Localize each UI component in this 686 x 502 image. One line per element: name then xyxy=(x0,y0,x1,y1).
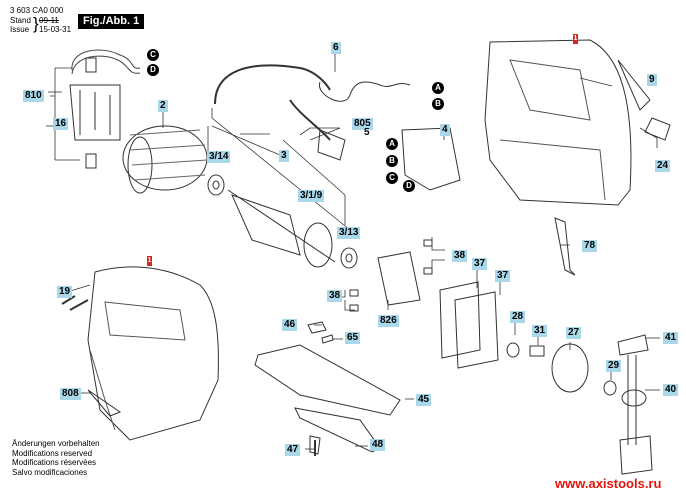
part-label-78[interactable]: 78 xyxy=(582,240,598,252)
note-line: Modifications reserved xyxy=(12,448,93,458)
note-line: Änderungen vorbehalten xyxy=(12,439,100,448)
note-line: Modifications réservées xyxy=(12,458,97,467)
part-label-38[interactable]: 38 xyxy=(452,250,468,262)
part-label-29[interactable]: 29 xyxy=(606,360,622,372)
connector-a-marker: A xyxy=(432,82,444,94)
part-label-31[interactable]: 31 xyxy=(532,325,548,337)
part-label-2[interactable]: 2 xyxy=(158,100,168,112)
part-label-24[interactable]: 24 xyxy=(655,160,671,172)
part-label-16[interactable]: 16 xyxy=(53,118,69,130)
connector-b-marker: B xyxy=(386,155,398,167)
part-label-3-13[interactable]: 3/13 xyxy=(337,227,361,239)
carbon-brush-top xyxy=(85,57,97,73)
watermark-url[interactable]: www.axistools.ru xyxy=(555,476,662,491)
brace: } xyxy=(33,14,39,33)
part-label-65[interactable]: 65 xyxy=(345,332,361,344)
part-label-41[interactable]: 41 xyxy=(663,332,679,344)
part-label-6[interactable]: 6 xyxy=(331,42,341,54)
stand-value: 09-11 xyxy=(39,16,59,25)
connector-d-marker: D xyxy=(147,64,159,76)
part-label-19[interactable]: 19 xyxy=(57,286,73,298)
part-label-1-housing-right[interactable]: 1 xyxy=(573,34,578,44)
carbon-brush-bottom xyxy=(85,153,97,169)
connector-a-marker: A xyxy=(386,138,398,150)
part-label-1-housing-left[interactable]: 1 xyxy=(147,256,152,266)
part-label-28[interactable]: 28 xyxy=(510,311,526,323)
armature-drawing xyxy=(227,189,336,268)
part-label-27[interactable]: 27 xyxy=(566,327,582,339)
document-number: 3 603 CA0 000 xyxy=(10,6,64,15)
housing-half-right-drawing xyxy=(484,39,632,206)
part-label-45[interactable]: 45 xyxy=(416,394,432,406)
part-label-9[interactable]: 9 xyxy=(647,74,657,86)
figure-label: Fig./Abb. 1 xyxy=(78,14,145,29)
issue-label: Issue xyxy=(10,25,30,34)
part-label-38[interactable]: 38 xyxy=(327,290,343,302)
stand-label: Stand xyxy=(10,16,31,25)
part-label-805[interactable]: 805 xyxy=(352,118,373,130)
issue-value: 15-03-31 xyxy=(39,25,72,34)
part-label-46[interactable]: 46 xyxy=(282,319,298,331)
housing-half-left-drawing xyxy=(87,266,219,441)
part-label-826[interactable]: 826 xyxy=(378,315,399,327)
part-label-37[interactable]: 37 xyxy=(472,258,488,270)
part-label-48[interactable]: 48 xyxy=(370,439,386,451)
part-label-3[interactable]: 3 xyxy=(279,150,289,162)
part-label-37[interactable]: 37 xyxy=(495,270,511,282)
part-label-47[interactable]: 47 xyxy=(285,444,301,456)
connector-b-marker: B xyxy=(432,98,444,110)
modification-notes: Änderungen vorbehalten Modifications res… xyxy=(12,439,100,476)
part-label-40[interactable]: 40 xyxy=(663,384,679,396)
stator-field-drawing xyxy=(122,125,208,194)
connector-c-marker: C xyxy=(147,49,159,61)
connector-d-marker: D xyxy=(403,180,415,192)
part-label-4[interactable]: 4 xyxy=(440,124,450,136)
part-label-808[interactable]: 808 xyxy=(60,388,81,400)
connector-c-marker: C xyxy=(386,172,398,184)
part-label-5[interactable]: 5 xyxy=(364,127,370,138)
part-label-810[interactable]: 810 xyxy=(23,90,44,102)
part-label-3-14[interactable]: 3/14 xyxy=(207,151,231,163)
part-label-3-1-9[interactable]: 3/1/9 xyxy=(298,190,325,202)
leader-lines xyxy=(46,48,660,450)
note-line: Salvo modificaciones xyxy=(12,467,88,477)
